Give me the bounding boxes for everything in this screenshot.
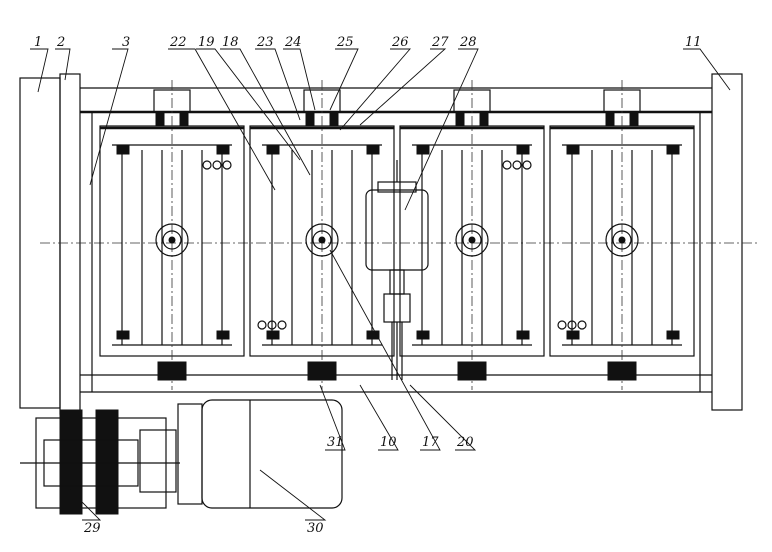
label-11: 11 xyxy=(685,35,702,50)
machine-frame xyxy=(19,73,760,415)
drive-motor xyxy=(177,399,343,509)
sprocket xyxy=(455,223,489,257)
pulley xyxy=(307,361,337,381)
pulley xyxy=(607,361,637,381)
roller-modules xyxy=(99,80,695,390)
label-20: 20 xyxy=(456,435,474,450)
label-1: 1 xyxy=(34,35,42,50)
leader-lines xyxy=(30,48,731,521)
pulley xyxy=(457,361,487,381)
label-19: 19 xyxy=(198,35,215,50)
label-31: 31 xyxy=(327,435,344,450)
label-24: 24 xyxy=(284,35,302,50)
label-30: 30 xyxy=(307,521,324,536)
roller-module xyxy=(399,80,545,390)
label-26: 26 xyxy=(391,35,409,50)
label-18: 18 xyxy=(222,35,239,50)
label-17: 17 xyxy=(422,435,439,450)
gear-drive xyxy=(20,409,180,515)
label-22: 22 xyxy=(169,35,187,50)
roller-module xyxy=(549,80,695,390)
label-25: 25 xyxy=(336,35,354,50)
sprocket xyxy=(155,223,189,257)
label-27: 27 xyxy=(431,35,449,50)
sprocket xyxy=(305,223,339,257)
label-3: 3 xyxy=(122,35,130,50)
label-29: 29 xyxy=(83,521,101,536)
label-10: 10 xyxy=(380,435,397,450)
label-28: 28 xyxy=(459,35,477,50)
central-motor xyxy=(365,160,429,380)
label-2: 2 xyxy=(56,35,65,50)
part-labels: 1 2 3 22 19 18 23 24 25 26 27 28 11 31 1… xyxy=(34,35,702,536)
end-plate-right xyxy=(711,73,743,411)
label-23: 23 xyxy=(256,35,274,50)
end-plate-inner-left xyxy=(59,73,81,415)
pulley xyxy=(157,361,187,381)
roller-module xyxy=(99,80,245,390)
sprocket xyxy=(605,223,639,257)
roller-module xyxy=(249,80,395,390)
